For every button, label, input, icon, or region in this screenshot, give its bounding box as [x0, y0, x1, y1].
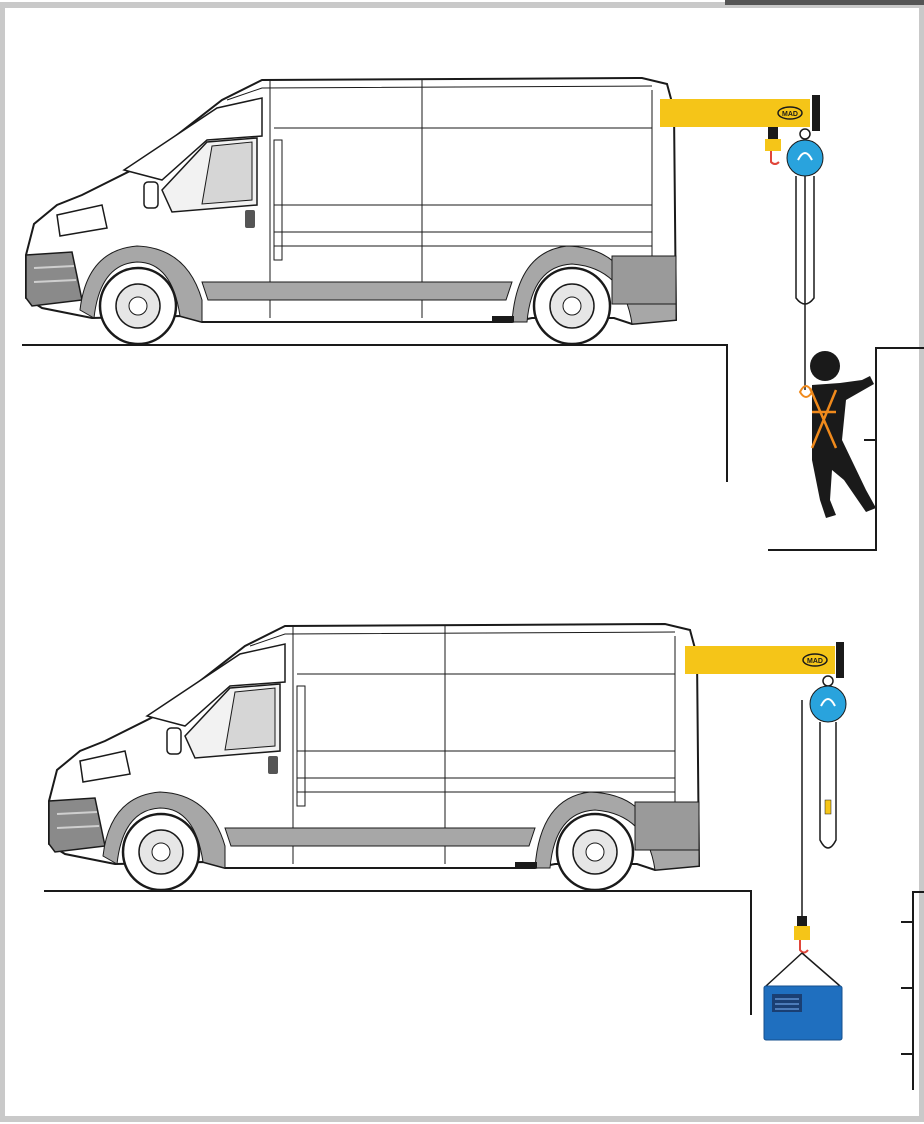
boom-logo: MAD [807, 658, 823, 665]
ground-line [44, 891, 751, 1015]
winch-icon [810, 676, 846, 722]
winch-icon [787, 129, 823, 176]
hook-icon [765, 127, 781, 164]
davit-boom-icon: MAD [685, 642, 844, 678]
scene-load-lifting: MAD [44, 624, 924, 1090]
davit-boom-icon: MAD [660, 95, 820, 131]
boom-logo: MAD [782, 111, 798, 118]
worker-icon [810, 351, 876, 518]
scene-worker-rescue: MAD [22, 78, 924, 550]
rope-loop [820, 722, 836, 848]
ground-line [22, 345, 727, 482]
van-icon [26, 78, 676, 344]
van-icon [49, 624, 699, 890]
hook-icon [794, 916, 810, 953]
load-box-icon [764, 986, 842, 1040]
sling [766, 953, 840, 986]
